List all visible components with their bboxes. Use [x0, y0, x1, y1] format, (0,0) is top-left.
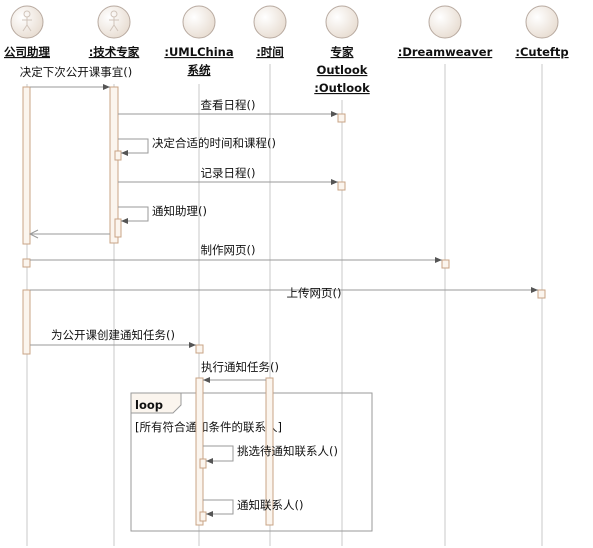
- lifeline-name-expert: :技术专家: [89, 45, 140, 59]
- message-m4: [118, 179, 338, 185]
- lifeline-name-assistant: 公司助理: [4, 45, 50, 59]
- activation-dreamweaver: [441, 259, 450, 269]
- object-head-outlook: [325, 5, 359, 39]
- message-label-m2: 查看日程(): [201, 98, 256, 112]
- message-return-to-assistant: [28, 229, 110, 239]
- activation-assistant-3: [22, 289, 31, 355]
- activation-expert-1: [109, 86, 119, 244]
- activation-system-3: [199, 458, 207, 469]
- message-m5-self: [118, 206, 149, 224]
- lifeline-name-cuteftp: :Cuteftp: [515, 45, 568, 59]
- activation-system-2: [195, 377, 204, 526]
- message-m6: [30, 257, 442, 263]
- message-m10-self: [203, 445, 234, 464]
- activation-assistant-1: [22, 86, 31, 245]
- message-m2: [118, 111, 338, 117]
- message-label-m4: 记录日程(): [201, 166, 256, 180]
- loop-fragment-tab: [130, 392, 182, 414]
- lifeline-name-dreamweaver: :Dreamweaver: [398, 45, 493, 59]
- object-head-dreamweaver: [428, 5, 462, 39]
- lifeline-name-outlook-2: Outlook: [317, 63, 368, 77]
- lifeline-name-system-1: :UMLChina: [164, 45, 233, 59]
- activation-assistant-2: [22, 258, 31, 268]
- object-head-cuteftp: [525, 5, 559, 39]
- lifeline-name-outlook-1: 专家: [331, 45, 354, 59]
- message-m11-self: [203, 499, 234, 517]
- activation-outlook-1: [337, 113, 346, 123]
- message-m9: [203, 377, 266, 383]
- message-label-m5: 通知助理(): [152, 204, 207, 218]
- message-m7: [30, 287, 538, 293]
- actor-head-assistant: [10, 5, 44, 39]
- message-label-m3: 决定合适的时间和课程(): [152, 136, 276, 150]
- object-head-time: [253, 5, 287, 39]
- activation-time: [265, 377, 274, 526]
- loop-fragment: [130, 392, 373, 532]
- message-label-m10: 挑选待通知联系人(): [237, 444, 338, 458]
- activation-system-4: [199, 511, 207, 522]
- lifeline-name-outlook-3: :Outlook: [314, 81, 370, 95]
- message-label-m8: 为公开课创建通知任务(): [51, 328, 175, 342]
- message-label-m6: 制作网页(): [201, 243, 256, 257]
- message-label-m1: 决定下次公开课事宜(): [20, 65, 132, 79]
- object-head-system: [182, 5, 216, 39]
- message-label-m11: 通知联系人(): [237, 498, 303, 512]
- message-label-m7: 上传网页(): [287, 286, 342, 300]
- loop-guard: [所有符合通知条件的联系人]: [135, 420, 282, 434]
- message-m8: [30, 342, 196, 348]
- lifeline-name-time: :时间: [256, 45, 284, 59]
- message-m1: [30, 84, 110, 90]
- activation-cuteftp: [537, 289, 546, 299]
- lifeline-name-system-2: 系统: [188, 63, 211, 77]
- message-label-m9: 执行通知任务(): [201, 360, 279, 374]
- actor-head-expert: [97, 5, 131, 39]
- activation-system-1: [195, 344, 204, 354]
- activation-expert-2: [114, 150, 122, 161]
- activation-expert-3: [114, 218, 122, 238]
- loop-operator: loop: [135, 398, 163, 412]
- activation-outlook-2: [337, 181, 346, 191]
- message-m3-self: [118, 138, 149, 156]
